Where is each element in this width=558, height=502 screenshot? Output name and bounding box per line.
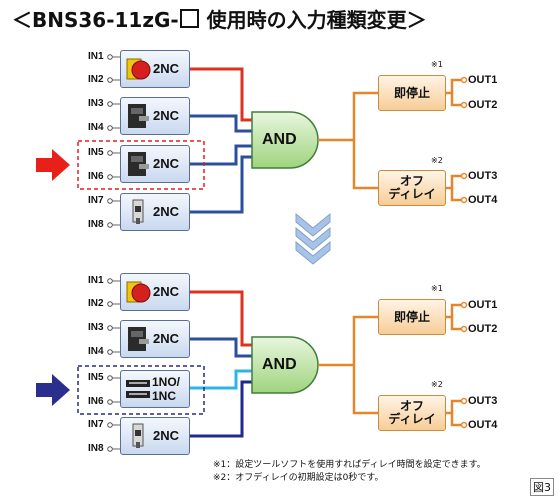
- input-label: IN3: [88, 98, 104, 109]
- input-module-3: 1NO/1NC: [120, 370, 190, 408]
- input-label: IN8: [88, 219, 104, 230]
- navy-arrow-icon: [36, 374, 70, 406]
- emergency-stop-icon: [126, 58, 151, 80]
- input-module-2: 2NC: [120, 320, 190, 358]
- input-module-1: 2NC: [120, 273, 190, 311]
- note-marker: ※1: [431, 60, 443, 69]
- output-label: 即停止: [393, 309, 430, 324]
- note-marker: ※2: [431, 156, 443, 165]
- output-immediate-stop: 即停止: [378, 299, 446, 335]
- input-label: IN8: [88, 443, 104, 454]
- red-arrow-icon: [36, 149, 70, 181]
- input-label: IN3: [88, 322, 104, 333]
- output-label-line2: ディレイ: [388, 187, 436, 201]
- module-type: 2NC: [153, 156, 180, 171]
- output-label: OUT1: [468, 299, 498, 311]
- input-module-2: 2NC: [120, 97, 190, 135]
- key-switch-icon: [132, 199, 144, 224]
- page-title: ＜BNS36-11zG- 使用時の入力種類変更＞: [12, 4, 427, 34]
- wire-in3-in4: [190, 114, 252, 133]
- input-label: IN4: [88, 346, 104, 357]
- input-label: IN6: [88, 171, 104, 182]
- output-label: OUT3: [468, 170, 498, 182]
- output-off-delay: オフディレイ: [378, 170, 446, 206]
- input-module-1: 2NC: [120, 50, 190, 88]
- highlight-box-top: [77, 140, 205, 190]
- output-label: OUT4: [468, 194, 498, 206]
- output-label: OUT2: [468, 99, 498, 111]
- output-off-delay: オフディレイ: [378, 395, 446, 431]
- input-label: IN7: [88, 195, 104, 206]
- output-label: OUT1: [468, 74, 498, 86]
- output-label: OUT4: [468, 419, 498, 431]
- and-gate-label: AND: [262, 131, 297, 148]
- wire-in1-in2: [190, 67, 252, 122]
- input-label: IN1: [88, 275, 104, 286]
- input-label: IN7: [88, 419, 104, 430]
- footnote-1: ※1：設定ツールソフトを使用すればディレイ時間を設定できます。: [213, 460, 486, 470]
- wire-in7-in8: [190, 155, 252, 214]
- light-curtain-icon: [126, 380, 150, 398]
- input-module-4: 2NC: [120, 417, 190, 455]
- input-label: IN5: [88, 372, 104, 383]
- and-gate-top: [251, 111, 319, 169]
- footnote-2: ※2：オフディレイの初期設定は0秒です。: [213, 473, 384, 483]
- module-type: 2NC: [153, 61, 180, 76]
- input-label: IN2: [88, 74, 104, 85]
- module-type: 2NC: [153, 204, 180, 219]
- wire-in5-in6: [190, 144, 252, 166]
- interlock-switch-icon: [128, 104, 149, 128]
- figure-label: 図3: [530, 478, 554, 496]
- input-label: IN2: [88, 298, 104, 309]
- emergency-stop-icon: [126, 281, 151, 303]
- key-switch-icon: [132, 423, 144, 448]
- title-suffix: 使用時の入力種類変更＞: [199, 8, 427, 32]
- note-marker: ※1: [431, 284, 443, 293]
- output-label: OUT3: [468, 395, 498, 407]
- module-type: 2NC: [153, 108, 180, 123]
- interlock-switch-icon: [128, 152, 149, 176]
- output-label: OUT2: [468, 323, 498, 335]
- input-label: IN5: [88, 147, 104, 158]
- module-type: 2NC: [153, 284, 180, 299]
- input-module-3: 2NC: [120, 145, 190, 183]
- wire-to-delay: [352, 140, 378, 190]
- module-type: 2NC: [153, 331, 180, 346]
- placeholder-box-icon: [179, 9, 199, 28]
- module-type-line1: 1NO/: [152, 375, 181, 389]
- title-prefix: ＜BNS36-11zG-: [12, 8, 179, 32]
- input-module-4: 2NC: [120, 193, 190, 231]
- input-label: IN1: [88, 51, 104, 62]
- module-type: 2NC: [153, 428, 180, 443]
- output-immediate-stop: 即停止: [378, 75, 446, 111]
- input-label: IN6: [88, 396, 104, 407]
- output-label: 即停止: [393, 85, 430, 100]
- wire-to-stop: [352, 91, 378, 140]
- interlock-switch-icon: [128, 327, 149, 351]
- down-chevrons-icon: [295, 212, 331, 265]
- and-gate-label: AND: [262, 356, 297, 373]
- note-marker: ※2: [431, 380, 443, 389]
- output-label-line1: オフ: [399, 399, 424, 413]
- output-label-line1: オフ: [399, 174, 424, 188]
- highlight-box-bottom: [77, 365, 205, 415]
- input-label: IN4: [88, 122, 104, 133]
- module-type-line2: 1NC: [152, 389, 177, 403]
- output-label-line2: ディレイ: [388, 412, 436, 426]
- and-gate-bottom: [251, 336, 319, 394]
